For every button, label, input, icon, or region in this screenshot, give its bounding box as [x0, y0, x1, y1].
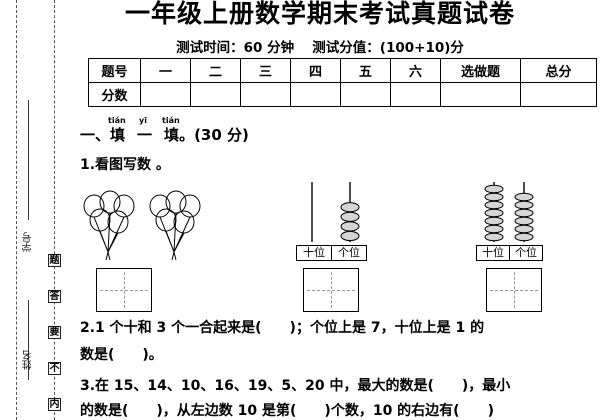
abacus-bead — [484, 200, 504, 210]
score-table-score-row: 分数 — [88, 82, 597, 107]
table-cell: 五 — [340, 58, 391, 83]
abacus-1-ones-label: 个位 — [331, 245, 367, 261]
balloon-group-1 — [83, 190, 135, 261]
binding-line-inner — [54, 0, 55, 420]
answer-box-abacus-1[interactable] — [303, 268, 359, 312]
table-cell: 四 — [290, 58, 341, 83]
score-table-header-row: 题号 一 二 三 四 五 六 选做题 总分 — [88, 58, 597, 83]
score-entry-cell[interactable] — [390, 82, 441, 107]
abacus-bead — [514, 232, 534, 242]
question-1-text: 1.看图写数 。 — [80, 157, 170, 173]
abacus-2-ones-label: 个位 — [509, 245, 543, 261]
binding-char-bu: 不 — [48, 362, 61, 375]
abacus-bead — [484, 216, 504, 226]
binding-char-yao: 要 — [48, 326, 61, 339]
abacus-bead — [514, 200, 534, 210]
abacus-1-ones-beads — [340, 202, 360, 242]
question-2-line-2: 数是( )。 — [80, 347, 163, 363]
score-entry-cell[interactable] — [290, 82, 341, 107]
table-cell: 三 — [240, 58, 291, 83]
score-entry-cell[interactable] — [240, 82, 291, 107]
abacus-bead — [340, 202, 360, 213]
abacus-bead — [340, 230, 360, 242]
abacus-bead — [340, 221, 360, 232]
score-table: 题号 一 二 三 四 五 六 选做题 总分 分数 — [88, 58, 597, 107]
pinyin: tián — [108, 116, 126, 125]
table-cell: 分数 — [88, 82, 141, 107]
abacus-bead — [514, 192, 534, 202]
page-title: 一年级上册数学期末考试真题试卷 — [124, 0, 515, 28]
balloon-group-2 — [149, 190, 201, 261]
abacus-1-tens-label: 十位 — [296, 245, 332, 261]
question-3-line-1: 3.在 15、14、10、16、19、5、20 中，最大的数是( )，最小 — [80, 378, 511, 394]
name-label: 姓名 — [23, 350, 34, 370]
score-entry-cell[interactable] — [520, 82, 597, 107]
abacus-bead — [484, 224, 504, 234]
table-cell: 题号 — [88, 58, 141, 83]
question-2-line-1: 2.1 个十和 3 个一合起来是( )；个位上是 7，十位上是 1 的 — [80, 320, 485, 336]
page-subtitle: 测试时间：60 分钟 测试分值：(100+10)分 — [176, 40, 464, 56]
abacus-2-ones-beads — [514, 192, 534, 242]
pinyin: tián — [162, 116, 180, 125]
section-points: 。(30 分) — [179, 126, 249, 144]
abacus-bead — [484, 192, 504, 202]
answer-box-balloons[interactable] — [96, 268, 152, 312]
binding-underline-bottom — [28, 300, 29, 380]
abacus-bead — [484, 208, 504, 218]
abacus-2-tens-label: 十位 — [476, 245, 510, 261]
abacus-2-tens-beads — [484, 184, 504, 242]
abacus-bead — [340, 211, 360, 222]
table-cell: 总分 — [520, 58, 597, 83]
score-entry-cell[interactable] — [190, 82, 241, 107]
question-3-line-2: 的数是( )，从左边数 10 是第( )个数，10 的右边有( ) — [80, 403, 494, 419]
abacus-bead — [514, 224, 534, 234]
abacus-bead — [514, 208, 534, 218]
binding-line-outer — [16, 0, 17, 420]
abacus-bead — [514, 216, 534, 226]
table-cell: 六 — [390, 58, 441, 83]
score-entry-cell[interactable] — [440, 82, 521, 107]
abacus-1 — [311, 182, 360, 242]
answer-box-abacus-2[interactable] — [486, 268, 542, 312]
binding-underline-top — [28, 100, 29, 220]
abacus-bead — [484, 184, 504, 194]
table-cell: 选做题 — [440, 58, 521, 83]
binding-char-nei: 内 — [48, 398, 61, 411]
pinyin: yī — [139, 116, 147, 125]
abacus-2 — [484, 182, 534, 242]
score-entry-cell[interactable] — [340, 82, 391, 107]
score-entry-cell[interactable] — [140, 82, 191, 107]
abacus-bead — [484, 232, 504, 242]
binding-char-ti: 题 — [48, 254, 61, 267]
section-prefix: 一、 — [80, 126, 111, 144]
table-cell: 一 — [140, 58, 191, 83]
student-id-label: 学号 — [23, 232, 34, 252]
table-cell: 二 — [190, 58, 241, 83]
binding-char-da: 答 — [48, 290, 61, 303]
